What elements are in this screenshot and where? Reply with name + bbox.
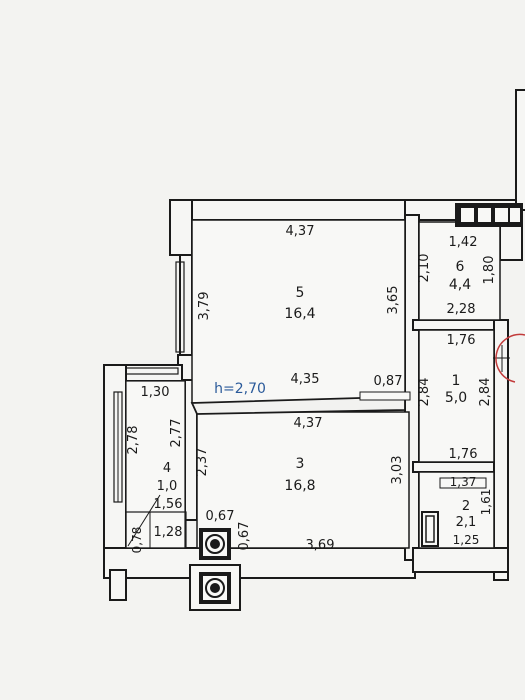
- dim-balc-128: 1,28: [154, 525, 183, 540]
- room-1-area: 5,0: [445, 390, 467, 406]
- dim-r1-top: 1,76: [447, 333, 476, 348]
- vent-blocks: [455, 203, 523, 227]
- dim-r3-bottom: 3,69: [306, 538, 335, 553]
- dim-balc-156: 1,56: [154, 497, 183, 512]
- room-1-number: 1: [452, 373, 461, 389]
- dim-r3-top: 4,37: [294, 416, 323, 431]
- dim-r6-left: 2,10: [417, 254, 432, 283]
- room-4-area: 1,0: [157, 479, 178, 494]
- ventilation-shafts: [199, 528, 231, 604]
- room-5-number: 5: [296, 285, 305, 301]
- dim-balc-078: 0,78: [130, 527, 144, 554]
- dim-r1-right: 2,84: [478, 378, 493, 407]
- dim-r2-bottom: 1,25: [453, 533, 480, 547]
- dim-r5-bottom: 4,35: [291, 372, 320, 387]
- room-3-area: 16,8: [284, 478, 315, 494]
- dim-r5-right: 3,65: [386, 286, 401, 315]
- dim-r3-right: 3,03: [390, 456, 405, 485]
- dim-r6-right: 1,80: [482, 256, 497, 285]
- room-5-area: 16,4: [284, 306, 315, 322]
- door-mark: [493, 333, 525, 383]
- room-6-number: 6: [456, 259, 465, 275]
- room-labels: 5 16,4 3 16,8 6 4,4 1 5,0 2 2,1 4 1,0 h=…: [157, 259, 477, 530]
- dim-r2-top: 1,37: [450, 475, 477, 489]
- dim-r1-bottom: 1,76: [449, 447, 478, 462]
- dim-balc-top: 1,30: [141, 385, 170, 400]
- room-3-number: 3: [296, 456, 305, 472]
- dim-r6-bottom: 2,28: [447, 302, 476, 317]
- balcony-details: [125, 494, 187, 549]
- dimension-labels: 4,37 3,79 3,65 4,35 0,87 4,37 2,37 3,03 …: [126, 224, 497, 553]
- bath-fixtures: [421, 477, 487, 547]
- room-6-area: 4,4: [449, 277, 471, 293]
- dim-r2-right: 1,61: [479, 489, 493, 516]
- room-4-number: 4: [163, 461, 171, 476]
- room-2-area: 2,1: [456, 515, 477, 530]
- dim-r3-left: 2,37: [195, 448, 210, 477]
- room-2-number: 2: [462, 499, 470, 514]
- dim-door-087: 0,87: [374, 374, 403, 389]
- dim-balc-left: 2,78: [126, 426, 141, 455]
- windows: [113, 261, 185, 503]
- dim-shaft-right: 0,67: [237, 522, 252, 551]
- dim-r5-top: 4,37: [286, 224, 315, 239]
- dim-r5-left: 3,79: [197, 292, 212, 321]
- dim-r1-left: 2,84: [417, 378, 432, 407]
- ceiling-height: h=2,70: [214, 381, 266, 397]
- dim-balc-right: 2,77: [169, 419, 184, 448]
- partition-wall: [190, 391, 411, 415]
- dim-shaft-top: 0,67: [206, 509, 235, 524]
- room-interiors: [125, 219, 501, 549]
- dim-r6-top: 1,42: [449, 235, 478, 250]
